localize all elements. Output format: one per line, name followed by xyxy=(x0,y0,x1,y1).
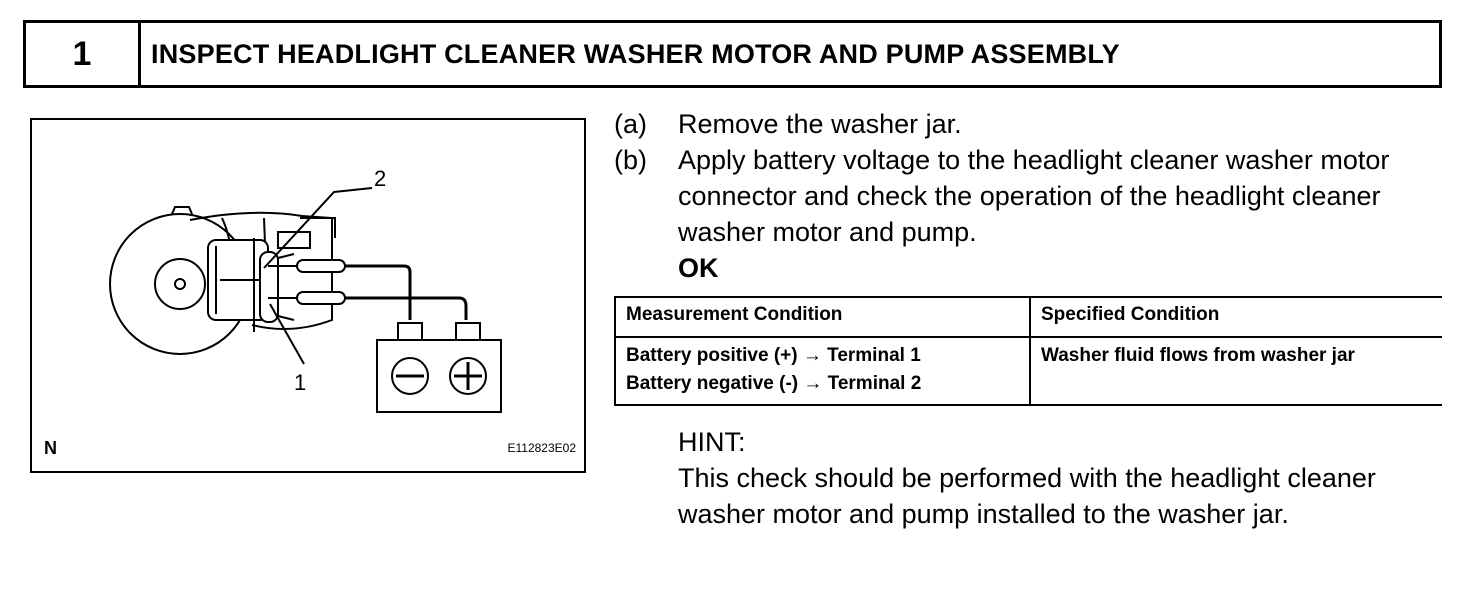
figure-corner-label: N xyxy=(44,438,57,458)
result-ok: OK xyxy=(678,253,719,283)
table-row: Battery positive (+) → Terminal 1 Batter… xyxy=(614,336,1442,406)
hint-block: HINT: This check should be performed wit… xyxy=(678,424,1448,532)
step-header: 1 INSPECT HEADLIGHT CLEANER WASHER MOTOR… xyxy=(23,20,1442,88)
step-a-label: (a) xyxy=(614,109,647,139)
measurement-line-1: Battery positive (+) → Terminal 1 xyxy=(626,345,921,366)
step-b-label: (b) xyxy=(614,145,647,175)
step-b-text: Apply battery voltage to the headlight c… xyxy=(678,145,1390,247)
illustration-figure: 2 1 N E112823E02 xyxy=(30,118,586,473)
washer-motor-diagram: 2 1 xyxy=(109,166,502,413)
header-specified-condition: Specified Condition xyxy=(1029,296,1442,338)
measurement-cell: Battery positive (+) → Terminal 1 Batter… xyxy=(614,336,1031,406)
step-a-text: Remove the washer jar. xyxy=(678,109,962,139)
step-b: (b) Apply battery voltage to the headlig… xyxy=(614,142,1454,250)
battery-icon xyxy=(376,322,502,413)
step-title: INSPECT HEADLIGHT CLEANER WASHER MOTOR A… xyxy=(151,38,1120,69)
step-number: 1 xyxy=(26,23,141,85)
battery-negative-icon xyxy=(391,357,429,395)
figure-id: E112823E02 xyxy=(507,441,576,455)
hint-label: HINT: xyxy=(678,427,746,457)
specification-table: Measurement Condition Specified Conditio… xyxy=(614,296,1442,406)
instruction-steps: (a) Remove the washer jar. (b) Apply bat… xyxy=(614,106,1454,286)
battery-positive-icon xyxy=(449,357,487,395)
step-a: (a) Remove the washer jar. xyxy=(614,106,1454,142)
table-header-row: Measurement Condition Specified Conditio… xyxy=(614,296,1442,338)
callout-1: 1 xyxy=(294,370,306,395)
specified-cell: Washer fluid flows from washer jar xyxy=(1029,336,1442,406)
header-measurement-condition: Measurement Condition xyxy=(614,296,1031,338)
hint-text: This check should be performed with the … xyxy=(678,463,1376,529)
washer-motor-pump-icon xyxy=(109,206,346,355)
callout-2: 2 xyxy=(374,166,386,191)
measurement-line-2: Battery negative (-) → Terminal 2 xyxy=(626,373,922,394)
